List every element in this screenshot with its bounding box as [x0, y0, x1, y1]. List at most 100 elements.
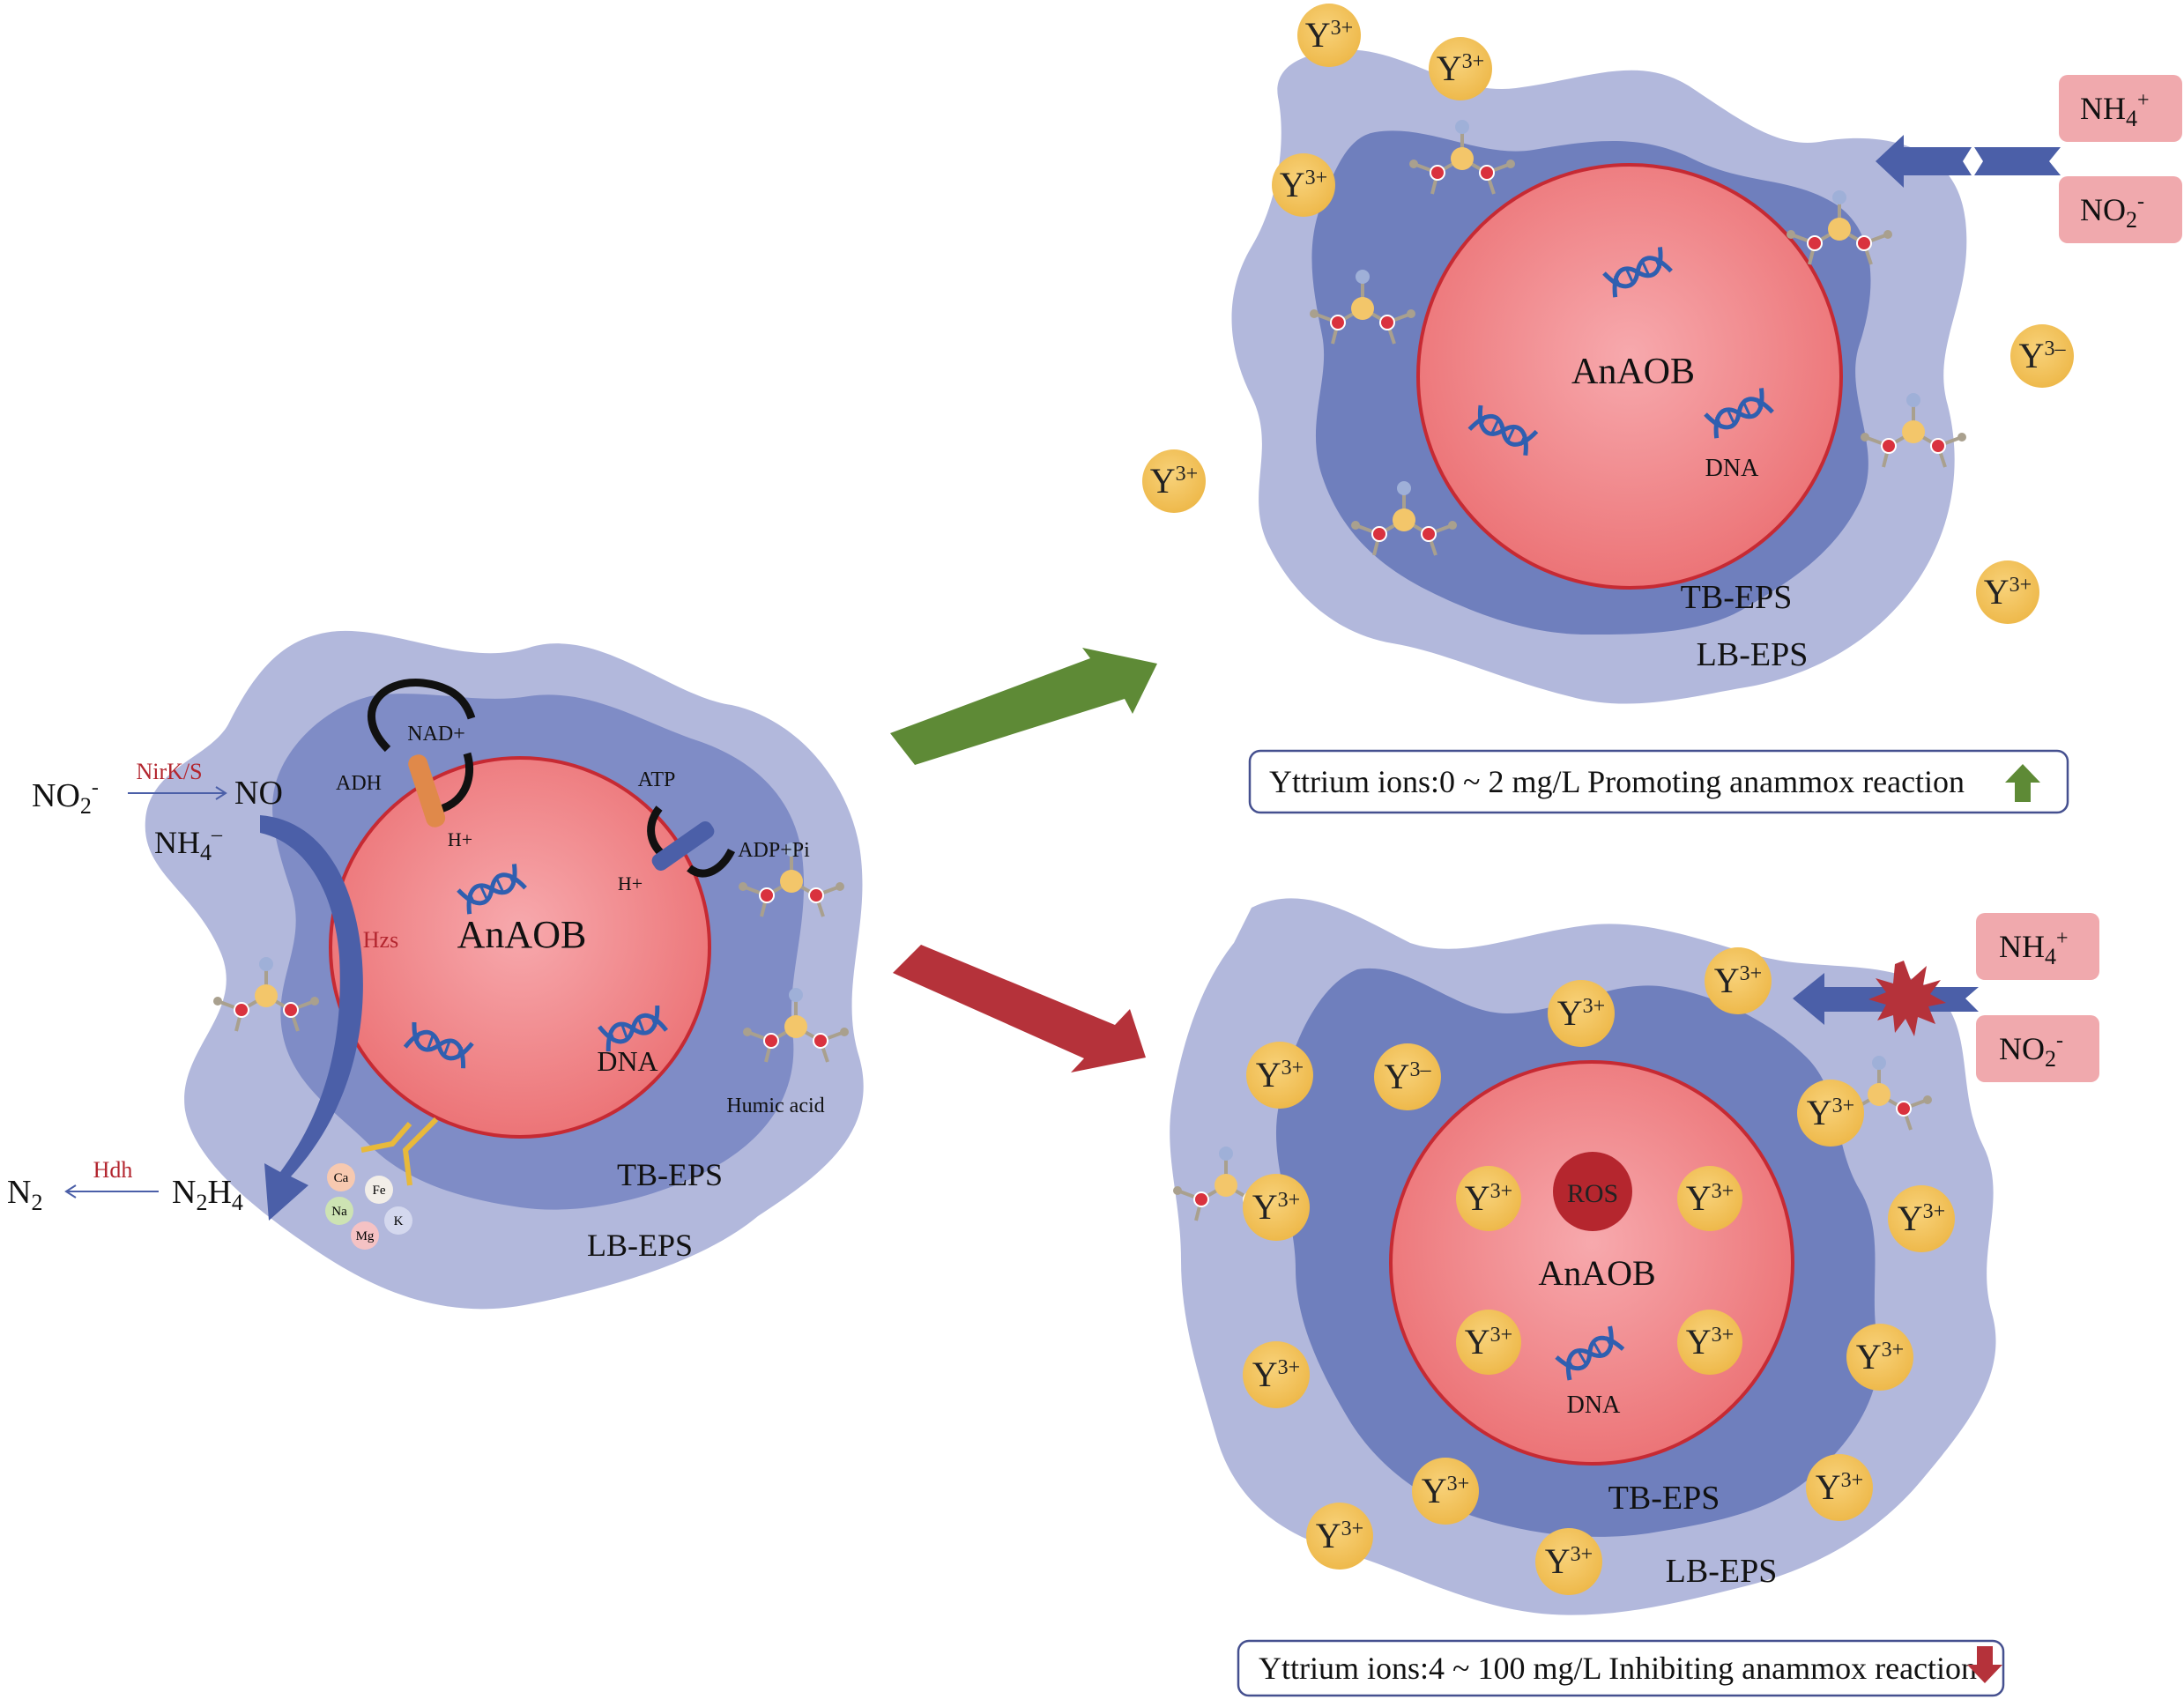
inhibiting-caption-box: Yttrium ions:4 ~ 100 mg/L Inhibiting ana… — [1237, 1639, 2005, 1697]
svg-text:NH4+: NH4+ — [2080, 89, 2150, 131]
dna-label: DNA — [597, 1045, 657, 1077]
svg-text:NO2-: NO2- — [2080, 190, 2144, 233]
svg-text:Y3+: Y3+ — [1316, 1516, 1363, 1555]
yttrium-ion: Y3+ — [1246, 1042, 1313, 1109]
yttrium-ion: Y3+ — [1297, 4, 1361, 67]
inner-yttrium-ions: Y3+ Y3+ Y3+ Y3+ — [1456, 1166, 1742, 1375]
humic-acid-label: Humic acid — [726, 1095, 824, 1117]
yttrium-ion: Y3+ — [1456, 1166, 1521, 1231]
yttrium-ion: Y3+ — [1429, 37, 1492, 100]
adh-protein-icon — [408, 754, 446, 828]
yttrium-ion: Y3– — [2010, 324, 2074, 388]
ion-na: Na — [331, 1205, 347, 1219]
svg-text:Y3+: Y3+ — [1422, 1471, 1469, 1510]
n2-label: N2 — [7, 1174, 42, 1215]
svg-text:Y3+: Y3+ — [1898, 1199, 1945, 1238]
up-arrow-icon — [2005, 764, 2040, 802]
svg-text:Y3+: Y3+ — [1816, 1467, 1863, 1507]
substrate-box-ammonium: NH4+ — [2059, 75, 2182, 142]
yttrium-ion: Y3+ — [1888, 1185, 1955, 1252]
svg-text:NH4+: NH4+ — [1999, 927, 2069, 969]
h-plus-label: H+ — [618, 872, 643, 894]
ion-k: K — [394, 1214, 404, 1228]
tb-eps-label: TB-EPS — [1681, 579, 1793, 616]
atp-label: ATP — [638, 768, 676, 791]
dna-label: DNA — [1567, 1392, 1621, 1419]
tb-eps-label: TB-EPS — [1608, 1480, 1720, 1517]
arrowhead-icon — [64, 1184, 77, 1199]
inhibiting-panel: ROS AnAOB DNA TB-EPS LB-EPS Y3+ Y3+ Y3+ … — [1170, 898, 2099, 1697]
adh-label: ADH — [336, 772, 382, 795]
adp-label: ADP+Pi — [738, 839, 810, 862]
lb-eps-label: LB-EPS — [1697, 636, 1809, 673]
tb-eps-label: TB-EPS — [617, 1157, 723, 1192]
arrowhead-icon — [215, 786, 227, 800]
yttrium-ion: Y3+ — [1976, 560, 2039, 624]
substrate-box-nitrite: NO2- — [2059, 176, 2182, 243]
lb-eps-label: LB-EPS — [587, 1228, 693, 1263]
yttrium-ion: Y3+ — [1456, 1310, 1521, 1375]
svg-text:Y3+: Y3+ — [1465, 1178, 1512, 1218]
hzs-pathway-arrow — [260, 815, 363, 1221]
yttrium-ion: Y3+ — [1797, 1080, 1864, 1147]
anaob-cell — [1416, 163, 1843, 590]
svg-text:Y3+: Y3+ — [1856, 1337, 1904, 1377]
channel-icon — [402, 1117, 439, 1186]
svg-text:Y3–: Y3– — [1385, 1057, 1432, 1096]
yttrium-ion: Y3+ — [1548, 980, 1615, 1047]
svg-text:Y3+: Y3+ — [1545, 1541, 1593, 1581]
promoting-panel: AnAOB DNA TB-EPS LB-EPS Y3+ Y3+ Y3+ Y3– … — [1142, 4, 2182, 814]
nirks-label: NirK/S — [136, 759, 202, 784]
svg-text:Y3+: Y3+ — [1465, 1322, 1512, 1362]
promoting-caption: Yttrium ions:0 ~ 2 mg/L Promoting anammo… — [1269, 764, 1965, 799]
svg-text:Y3+: Y3+ — [1252, 1354, 1300, 1394]
outer-yttrium-ions: Y3+ Y3– Y3+ Y3+ Y3+ Y3+ Y3+ Y3+ Y3+ Y3+ … — [1243, 947, 1955, 1595]
blocked-burst-icon — [1868, 961, 1946, 1036]
svg-text:Y3+: Y3+ — [1807, 1093, 1854, 1132]
promoting-caption-box: Yttrium ions:0 ~ 2 mg/L Promoting anammo… — [1248, 749, 2069, 814]
ammonium-label: NH4– — [154, 823, 223, 865]
svg-text:Y3+: Y3+ — [1557, 993, 1605, 1033]
no-label: NO — [234, 775, 283, 812]
cell-label: AnAOB — [457, 913, 587, 956]
nitrite-label: NO2- — [32, 776, 99, 819]
svg-text:Y3+: Y3+ — [1686, 1322, 1734, 1362]
substrate-box-nitrite: NO2- — [1976, 1015, 2099, 1082]
yttrium-ion: Y3+ — [1272, 153, 1335, 217]
ion-ca: Ca — [334, 1171, 349, 1185]
yttrium-ion: Y3+ — [1705, 947, 1772, 1014]
channel-icon — [360, 1122, 412, 1153]
cycle-arrow-icon — [368, 679, 476, 753]
svg-text:Y3+: Y3+ — [1256, 1055, 1304, 1095]
hdh-label: Hdh — [93, 1157, 133, 1183]
yttrium-ion: Y3+ — [1846, 1324, 1913, 1391]
svg-text:ROS: ROS — [1567, 1179, 1618, 1208]
ion-fe: Fe — [373, 1184, 386, 1198]
yttrium-ion: Y3+ — [1535, 1528, 1602, 1595]
yttrium-ion: Y3+ — [1306, 1503, 1373, 1570]
yttrium-ion: Y3+ — [1806, 1454, 1873, 1521]
cell-label: AnAOB — [1538, 1253, 1655, 1293]
lb-eps-label: LB-EPS — [1666, 1553, 1778, 1590]
yttrium-ion: Y3+ — [1677, 1166, 1742, 1231]
yttrium-ion: Y3+ — [1142, 449, 1206, 513]
hydrazine-label: N2H4 — [172, 1174, 243, 1215]
svg-text:Y3+: Y3+ — [1984, 572, 2032, 612]
svg-text:NO2-: NO2- — [1999, 1029, 2063, 1072]
svg-text:Y3+: Y3+ — [1305, 15, 1353, 55]
inhibiting-caption: Yttrium ions:4 ~ 100 mg/L Inhibiting ana… — [1259, 1651, 1977, 1686]
cycle-arrow-icon — [687, 848, 736, 878]
h-plus-label: H+ — [448, 828, 472, 850]
substrate-box-ammonium: NH4+ — [1976, 913, 2099, 980]
promote-arrow — [890, 648, 1157, 765]
svg-text:Y3+: Y3+ — [1437, 48, 1484, 88]
svg-text:Y3+: Y3+ — [1280, 165, 1327, 204]
hzs-label: Hzs — [363, 927, 398, 953]
svg-text:Y3+: Y3+ — [1714, 961, 1762, 1000]
left-panel: AnAOB DNA TB-EPS LB-EPS Humic acid NO2- … — [7, 630, 864, 1310]
yttrium-ion: Y3+ — [1243, 1341, 1310, 1408]
inhibit-arrow — [893, 945, 1146, 1072]
svg-text:Y3+: Y3+ — [1686, 1178, 1734, 1218]
atp-synthase-icon — [651, 821, 715, 871]
